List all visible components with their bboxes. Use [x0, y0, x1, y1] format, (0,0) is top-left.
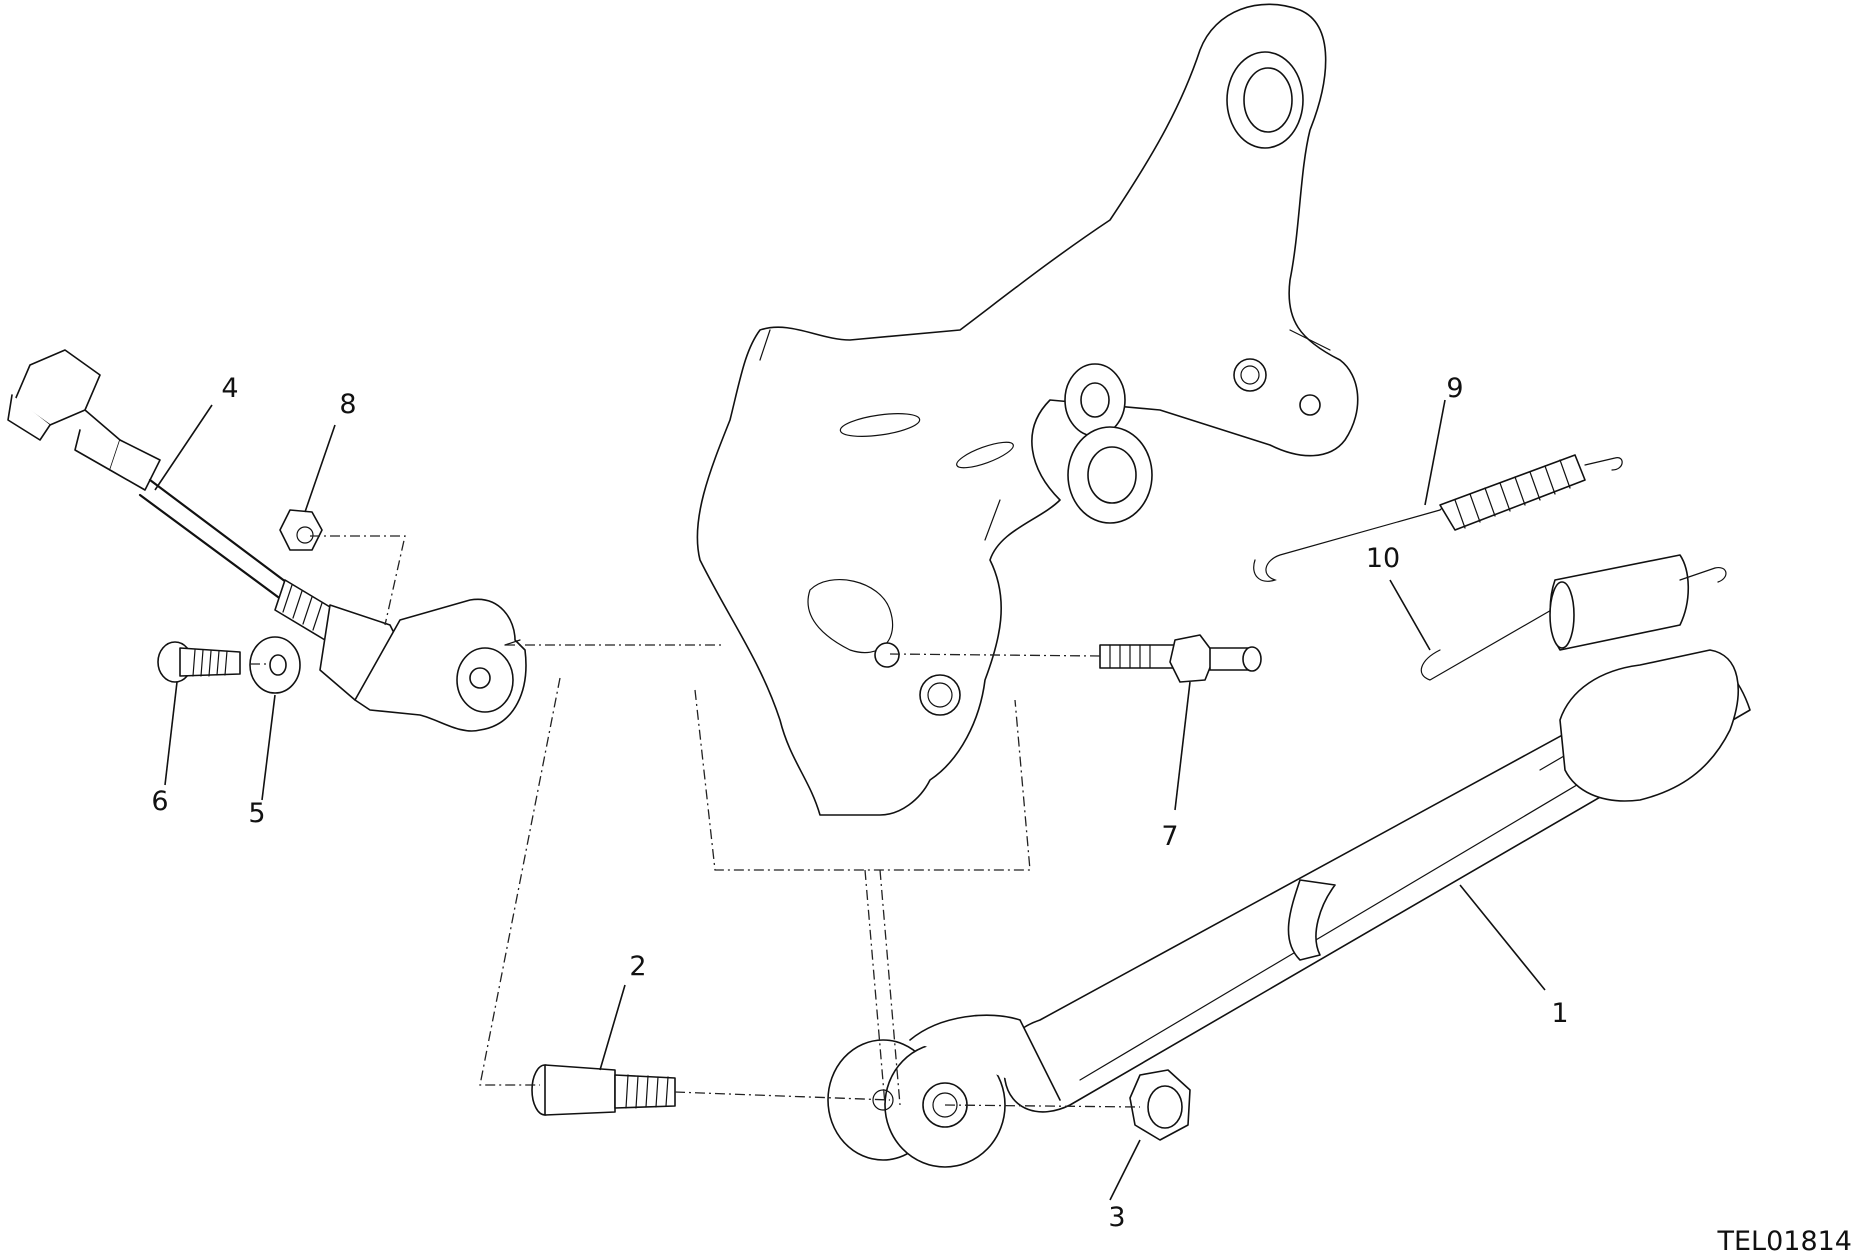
callout-9: 9 — [1446, 373, 1463, 404]
nut-8 — [279, 509, 323, 551]
frame-bracket — [696, 3, 1359, 816]
sidestand-sensor — [7, 349, 527, 732]
bolt-2 — [531, 1064, 676, 1116]
callout-3: 3 — [1108, 1202, 1125, 1233]
nut-3 — [1129, 1069, 1191, 1141]
leader-lines — [154, 399, 1546, 1201]
callout-labels: 1 2 3 4 5 6 7 8 9 10 — [151, 373, 1568, 1233]
assembly-lines — [250, 535, 1141, 1108]
callout-1: 1 — [1551, 998, 1568, 1029]
callout-2: 2 — [629, 951, 646, 982]
screw-6 — [157, 641, 241, 683]
reference-code: TEL01814 — [1717, 1226, 1853, 1256]
spring-9 — [1253, 454, 1623, 582]
callout-7: 7 — [1161, 821, 1178, 852]
pin-7 — [1099, 634, 1262, 683]
callout-5: 5 — [248, 798, 265, 829]
spring-10 — [1420, 554, 1727, 681]
washer-5 — [249, 636, 301, 694]
callout-6: 6 — [151, 786, 168, 817]
callout-10: 10 — [1366, 543, 1400, 574]
callout-8: 8 — [339, 389, 356, 420]
callout-4: 4 — [221, 373, 238, 404]
